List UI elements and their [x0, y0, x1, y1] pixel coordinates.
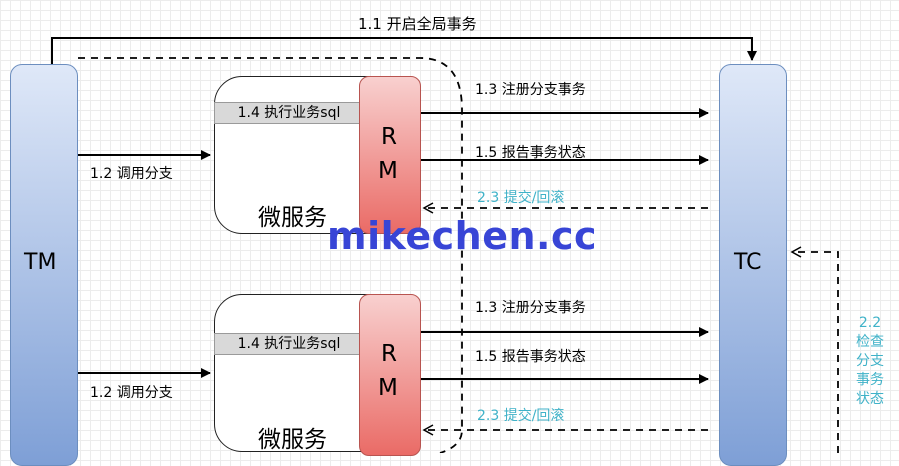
global-transaction-label: 1.1 开启全局事务 — [358, 15, 477, 33]
check-status-line-5: 状态 — [856, 391, 884, 407]
report-status-label-2: 1.5 报告事务状态 — [475, 349, 586, 365]
diagram-canvas — [51, 37, 839, 453]
tm-pillar — [10, 64, 78, 466]
microservice-label-1: 微服务 — [258, 205, 327, 231]
rm-letter-r-1: R — [381, 124, 397, 150]
call-branch-label-1: 1.2 调用分支 — [90, 166, 173, 182]
tc-pillar — [719, 64, 787, 466]
check-status-line-3: 分支 — [856, 353, 884, 369]
rm-letter-m-1: M — [378, 158, 398, 184]
check-status-label: 2.2 检查 分支 事务 状态 — [855, 314, 885, 409]
rm-letter-m-2: M — [378, 375, 398, 401]
tc-label: TC — [734, 250, 762, 275]
check-status-line-4: 事务 — [856, 372, 884, 388]
global-scope-dashed-line — [78, 57, 463, 453]
check-status-arrow — [790, 246, 839, 453]
rm-letter-r-2: R — [381, 341, 397, 367]
commit-rollback-label-2: 2.3 提交/回滚 — [477, 408, 565, 424]
check-status-line-1: 2.2 — [858, 315, 882, 331]
register-branch-label-1: 1.3 注册分支事务 — [475, 82, 586, 98]
commit-rollback-label-1: 2.3 提交/回滚 — [477, 190, 565, 206]
watermark: mikechen.cc — [327, 214, 598, 258]
report-status-label-1: 1.5 报告事务状态 — [475, 145, 586, 161]
business-sql-task-2: 1.4 执行业务sql — [214, 333, 364, 355]
rm-block-2 — [359, 294, 421, 456]
rm-block-1 — [359, 76, 421, 234]
microservice-label-2: 微服务 — [258, 427, 327, 453]
tm-label: TM — [24, 250, 57, 275]
call-branch-label-2: 1.2 调用分支 — [90, 385, 173, 401]
global-transaction-arrow — [51, 37, 757, 64]
check-status-line-2: 检查 — [856, 334, 884, 350]
business-sql-task-1: 1.4 执行业务sql — [214, 102, 364, 124]
register-branch-label-2: 1.3 注册分支事务 — [475, 300, 586, 316]
